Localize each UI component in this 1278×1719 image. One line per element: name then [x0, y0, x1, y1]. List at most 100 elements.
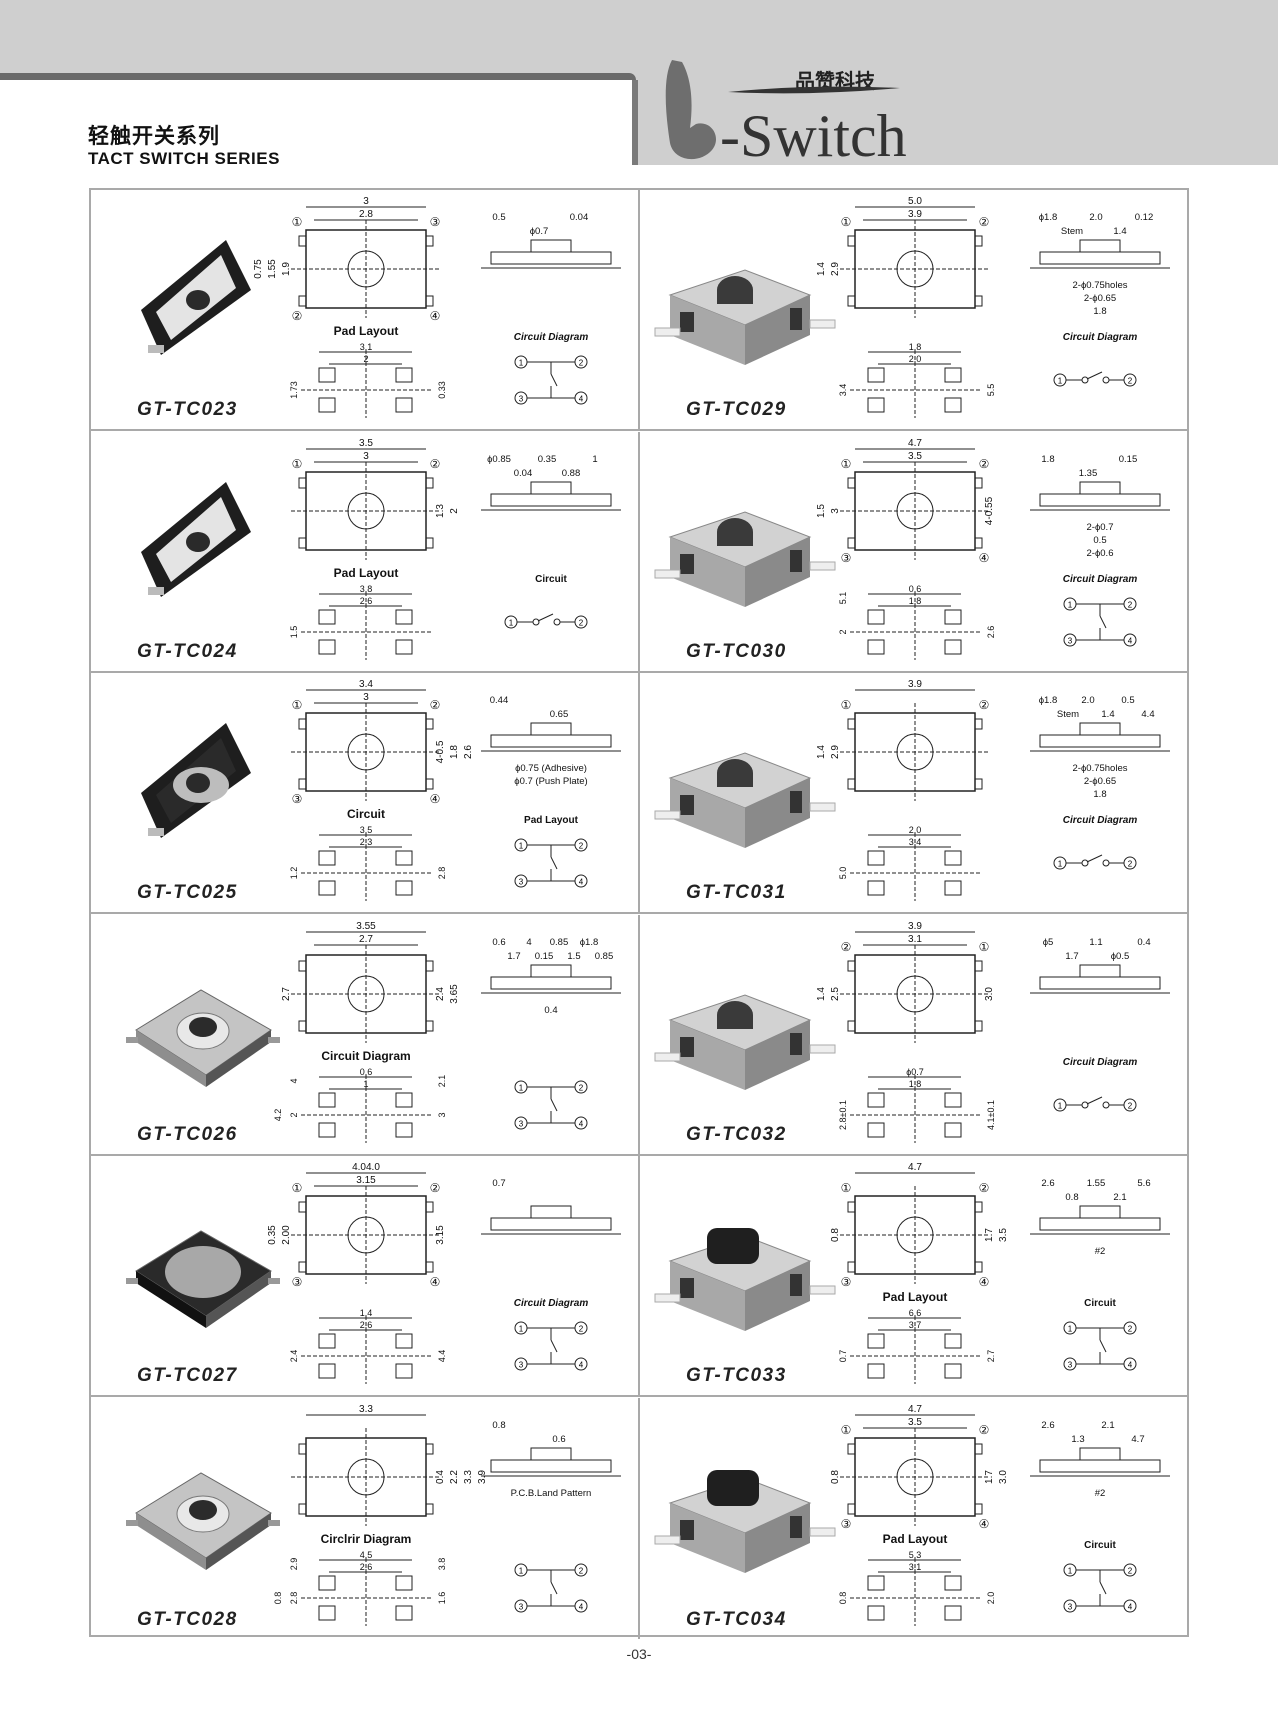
pad-outline [318, 850, 336, 866]
pad-outline [867, 1333, 885, 1349]
side-view-stem [530, 481, 572, 494]
terminal-pin [809, 319, 836, 329]
dim-side-label: 0.7 [492, 1178, 505, 1189]
dim-side-label: 0.65 [550, 709, 569, 720]
side-view-stem [1079, 964, 1121, 977]
dim-right-label: 4-0.5 [435, 740, 446, 763]
terminal-block [790, 791, 802, 813]
caption-primary: Pad Layout [334, 324, 399, 338]
dim-side-label: 1.3 [1071, 1434, 1084, 1445]
terminal-block [680, 1519, 694, 1540]
terminal-number: 4 [579, 1602, 584, 1611]
side-view-body [490, 976, 612, 989]
side-view-stem [1079, 1205, 1121, 1219]
caption-primary: Circlrir Diagram [321, 1532, 412, 1546]
dim-side-label: 0.6 [492, 937, 505, 948]
model-number: GT-TC034 [686, 1608, 787, 1630]
pin-number-label: ④ [979, 1275, 990, 1289]
pad-outline [867, 1605, 885, 1620]
terminal-outline [425, 537, 434, 548]
dim-pad-label: 2.7 [986, 1350, 996, 1363]
switch-lever [537, 613, 554, 621]
dim-side-label: ϕ1.8 [1039, 695, 1058, 706]
terminal-number: 1 [509, 618, 514, 627]
model-number: GT-TC033 [686, 1365, 787, 1386]
product-photo [141, 723, 251, 838]
terminal-outline [425, 235, 434, 247]
actuator-button [707, 1469, 759, 1506]
terminal-outline [298, 778, 307, 790]
terminal-number: 2 [1128, 1101, 1133, 1110]
terminal-block [680, 1278, 694, 1298]
pad-outline [944, 609, 962, 624]
dim-right-label: 4-0.55 [984, 496, 995, 525]
side-view-stem [530, 1205, 572, 1219]
pin-number-label: ① [841, 1181, 852, 1195]
switch-side [136, 1271, 206, 1328]
dim-pad-label: 4.1±0.1 [986, 1100, 996, 1130]
terminal-pin [654, 1052, 681, 1061]
side-view-drawing: ϕ1.8Stem2.01.40.54.42-ϕ0.75holes2-ϕ0.651… [1030, 695, 1170, 800]
header-tab-edge [632, 80, 638, 165]
terminal-outline [425, 295, 434, 307]
model-number: GT-TC031 [686, 882, 787, 903]
dim-pad-label: 2.0 [909, 825, 922, 835]
terminal-outline [298, 1443, 307, 1454]
terminal-outline [974, 778, 983, 790]
actuator-button [186, 290, 210, 310]
dim-side-label: ϕ1.8 [1039, 212, 1058, 223]
terminal-outline [298, 295, 307, 307]
dim-left-label: 2.00 [281, 1225, 292, 1245]
terminal-outline [974, 295, 983, 307]
b-switch-logo: 品赞科技 -Switch [665, 60, 907, 168]
dim-side-label: Stem [1057, 709, 1079, 720]
actuator-button [189, 1499, 217, 1520]
dim-side-label: ϕ0.5 [1111, 951, 1130, 962]
pad-outline [395, 397, 413, 413]
terminal-outline [425, 477, 434, 488]
pin-number-label: ③ [841, 1517, 852, 1531]
dim-left-label: 0.75 [253, 259, 264, 279]
pad-outline [944, 1605, 962, 1620]
dim-pad-label: 3.4 [838, 384, 848, 397]
dim-top-label: 3.4 [359, 679, 373, 690]
terminal-outline [847, 778, 856, 790]
terminal-outline [847, 477, 856, 488]
dim-pad-label: 2.6 [360, 1320, 373, 1330]
side-view-drawing: 0.7 [481, 1178, 621, 1235]
dim-side-label: 1.55 [1087, 1178, 1106, 1189]
terminal-outline [425, 778, 434, 790]
terminal-outline [298, 718, 307, 730]
side-view-body [1039, 734, 1161, 748]
dim-left-label: 1.4 [816, 262, 827, 276]
pad-outline [395, 1575, 413, 1590]
drawing-note: 0.4 [544, 1005, 557, 1016]
contact [1081, 1101, 1089, 1108]
terminal-block [680, 312, 694, 332]
terminal-outline [847, 1443, 856, 1454]
dim-top-label: 3.15 [356, 1175, 376, 1186]
pad-outline [867, 1363, 885, 1379]
side-view-body [1039, 251, 1161, 265]
pad-outline [318, 1575, 336, 1590]
terminal-block [790, 1032, 802, 1055]
dim-side-label: 0.4 [1137, 937, 1150, 948]
dim-pad-label: 1.8 [909, 596, 922, 606]
dim-pad-label: 2 [289, 1112, 299, 1117]
